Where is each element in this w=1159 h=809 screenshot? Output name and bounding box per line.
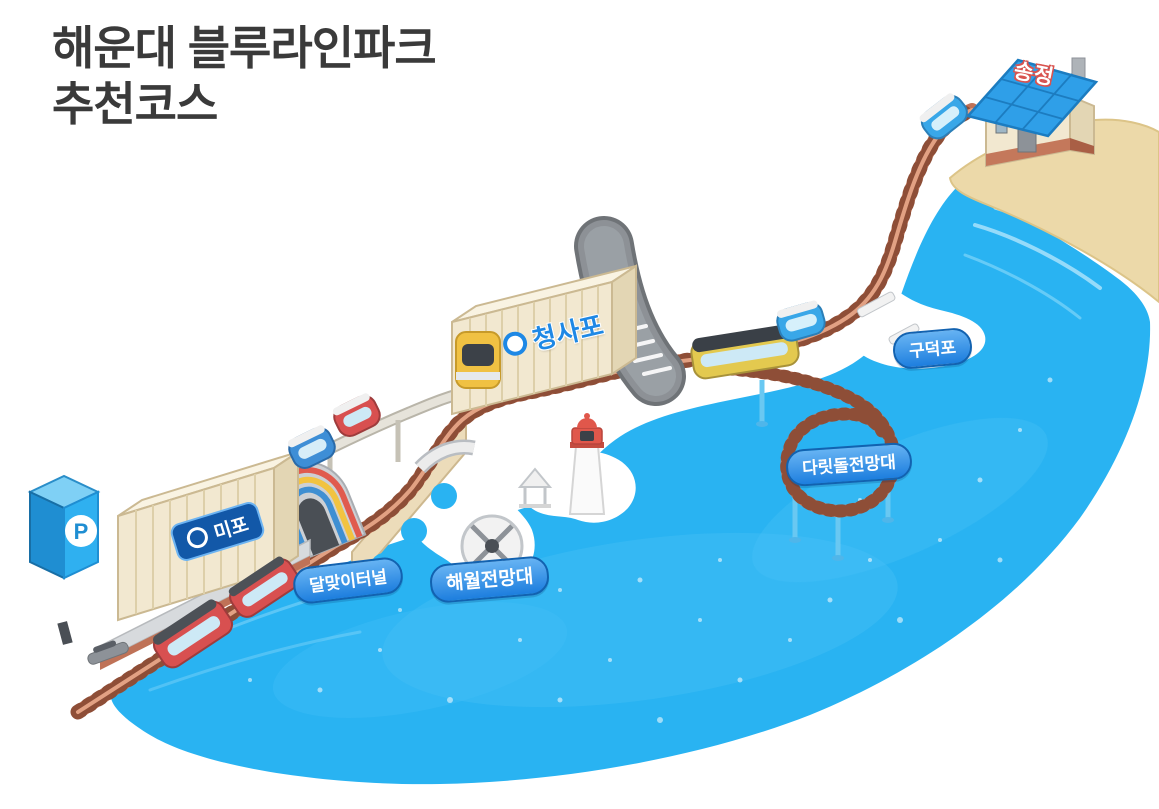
page-title: 해운대 블루라인파크 추천코스	[52, 20, 437, 132]
lighthouse	[568, 413, 606, 515]
songjeong-station-building	[965, 57, 1099, 168]
mooring-post	[57, 621, 73, 645]
sky-capsule-blue-mid	[776, 300, 826, 342]
title-line-2: 추천코스	[52, 78, 218, 131]
station-ring-icon	[500, 328, 530, 358]
daritdol-loop-track	[711, 361, 901, 561]
mipo-beach-train	[152, 556, 300, 669]
sky-capsule-yellow	[455, 331, 501, 389]
boat	[87, 640, 129, 665]
water-speckles	[248, 377, 1053, 723]
title-line-1: 해운대 블루라인파크	[52, 22, 437, 74]
station-ring-icon	[184, 524, 211, 551]
parking-letter: P	[74, 519, 89, 544]
station-sign-mipo-label: 미포	[211, 514, 252, 545]
parking-sign: P	[27, 474, 101, 580]
sky-capsule-red	[332, 393, 381, 437]
seaside-pavilion	[517, 467, 553, 508]
station-sign-songjeong-label: 송정	[1011, 59, 1057, 90]
sky-capsule-blue	[287, 425, 336, 469]
beach-train	[690, 324, 800, 380]
sky-capsule-blue-songjeong	[919, 93, 968, 140]
